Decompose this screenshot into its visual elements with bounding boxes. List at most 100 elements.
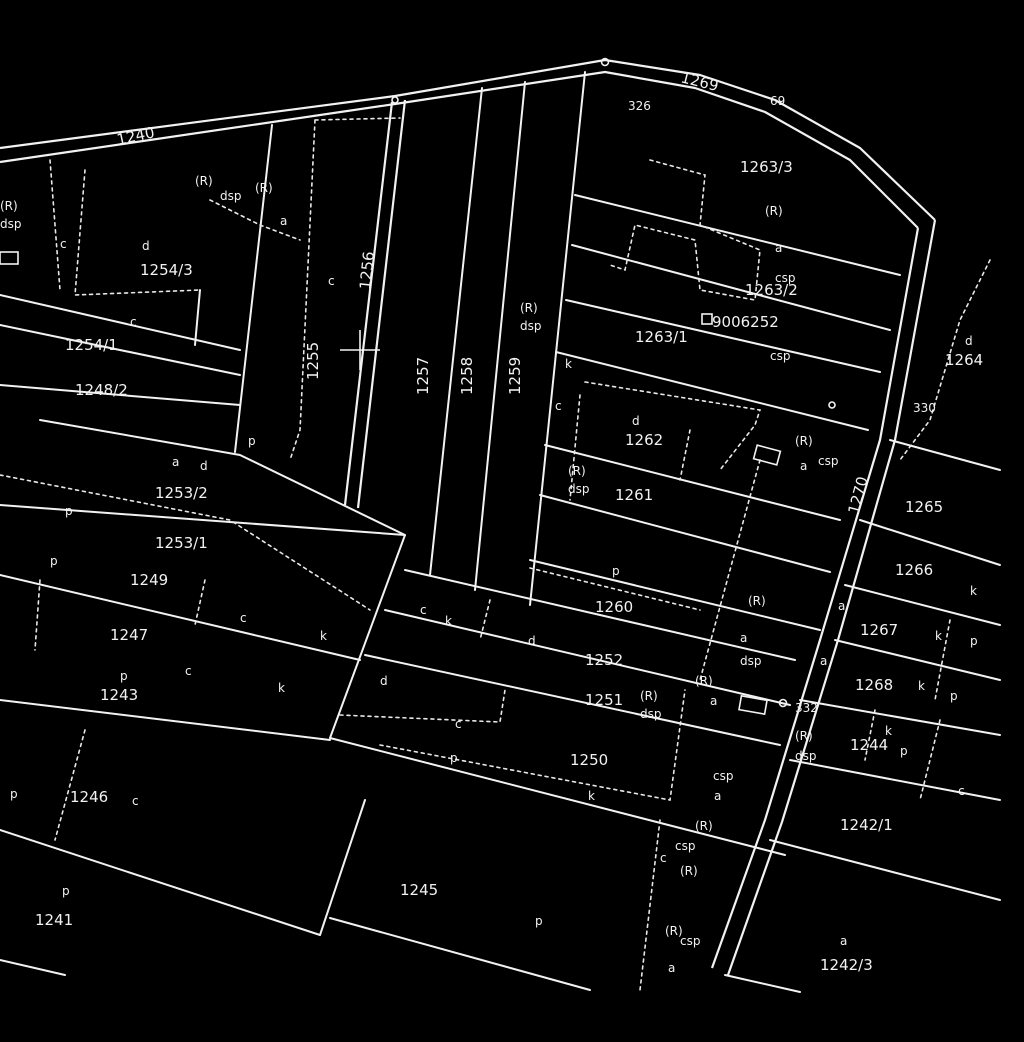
land-use-symbols: d c c c a p d c k p d k c d c p k p c k …: [0, 174, 978, 975]
parcel-labels: 1263/3 1263/2 1263/1 1264 1265 1266 1267…: [35, 158, 983, 974]
label-pt-332: 332: [795, 701, 818, 715]
svg-text:p: p: [612, 564, 620, 578]
svg-text:(R): (R): [795, 729, 813, 743]
svg-text:k: k: [970, 584, 977, 598]
label-1243: 1243: [100, 686, 138, 704]
svg-text:c: c: [328, 274, 335, 288]
label-road-1270: 1270: [844, 474, 871, 516]
label-1248-2: 1248/2: [75, 381, 128, 399]
dashed-lines: [0, 117, 991, 991]
svg-text:k: k: [935, 629, 942, 643]
road-1256-west: [343, 101, 394, 506]
label-1247: 1247: [110, 626, 148, 644]
svg-text:p: p: [10, 787, 18, 801]
label-1241: 1241: [35, 911, 73, 929]
svg-text:c: c: [555, 399, 562, 413]
svg-text:(R): (R): [748, 594, 766, 608]
svg-text:(R): (R): [568, 464, 586, 478]
svg-text:(R): (R): [520, 301, 538, 315]
svg-text:dsp: dsp: [740, 654, 762, 668]
svg-text:csp: csp: [818, 454, 838, 468]
label-road-1256: 1256: [356, 251, 378, 291]
label-1244: 1244: [850, 736, 888, 754]
svg-text:d: d: [380, 674, 388, 688]
label-road-1240: 1240: [115, 123, 156, 149]
svg-text:(R): (R): [0, 199, 18, 213]
road-network: [0, 58, 937, 976]
label-1268: 1268: [855, 676, 893, 694]
svg-text:p: p: [900, 744, 908, 758]
label-1254-1: 1254/1: [65, 336, 118, 354]
svg-text:p: p: [62, 884, 70, 898]
svg-text:k: k: [588, 789, 595, 803]
svg-text:a: a: [710, 694, 717, 708]
svg-text:a: a: [838, 599, 845, 613]
svg-text:(R): (R): [695, 674, 713, 688]
svg-text:d: d: [142, 239, 150, 253]
svg-text:a: a: [280, 214, 287, 228]
svg-text:(R): (R): [765, 204, 783, 218]
label-1266: 1266: [895, 561, 933, 579]
label-benchmark: 9006252: [712, 313, 779, 331]
parcel-boundaries: [0, 71, 1001, 993]
svg-text:d: d: [200, 459, 208, 473]
svg-text:k: k: [918, 679, 925, 693]
svg-text:a: a: [800, 459, 807, 473]
svg-text:p: p: [65, 504, 73, 518]
label-pt-326: 326: [628, 99, 651, 113]
svg-text:dsp: dsp: [640, 707, 662, 721]
svg-text:(R): (R): [665, 924, 683, 938]
svg-text:k: k: [278, 681, 285, 695]
label-1257: 1257: [414, 357, 432, 395]
label-1251: 1251: [585, 691, 623, 709]
svg-text:d: d: [965, 334, 973, 348]
right-road-west: [710, 227, 920, 969]
svg-text:(R): (R): [680, 864, 698, 878]
label-1263-3: 1263/3: [740, 158, 793, 176]
svg-text:c: c: [420, 603, 427, 617]
label-1260: 1260: [595, 598, 633, 616]
label-1253-2: 1253/2: [155, 484, 208, 502]
svg-text:p: p: [970, 634, 978, 648]
survey-points: [0, 57, 836, 716]
svg-text:csp: csp: [770, 349, 790, 363]
svg-text:dsp: dsp: [0, 217, 22, 231]
svg-text:a: a: [740, 631, 747, 645]
label-1242-1: 1242/1: [840, 816, 893, 834]
svg-text:k: k: [445, 614, 452, 628]
svg-text:p: p: [248, 434, 256, 448]
label-1267: 1267: [860, 621, 898, 639]
svg-text:a: a: [668, 961, 675, 975]
svg-text:c: c: [132, 794, 139, 808]
svg-text:dsp: dsp: [795, 749, 817, 763]
svg-text:dsp: dsp: [568, 482, 590, 496]
label-1261: 1261: [615, 486, 653, 504]
label-1249: 1249: [130, 571, 168, 589]
svg-text:a: a: [714, 789, 721, 803]
label-road-1269: 1269: [679, 68, 720, 95]
label-1265: 1265: [905, 498, 943, 516]
label-1263-1: 1263/1: [635, 328, 688, 346]
svg-text:p: p: [950, 689, 958, 703]
label-1252: 1252: [585, 651, 623, 669]
label-1245: 1245: [400, 881, 438, 899]
svg-text:a: a: [775, 241, 782, 255]
label-1258: 1258: [458, 357, 476, 395]
svg-text:p: p: [535, 914, 543, 928]
svg-text:(R): (R): [795, 434, 813, 448]
svg-text:dsp: dsp: [520, 319, 542, 333]
svg-text:dsp: dsp: [220, 189, 242, 203]
svg-text:k: k: [320, 629, 327, 643]
label-1246: 1246: [70, 788, 108, 806]
svg-text:(R): (R): [695, 819, 713, 833]
svg-text:p: p: [120, 669, 128, 683]
label-1255: 1255: [304, 342, 322, 380]
label-1242-3: 1242/3: [820, 956, 873, 974]
svg-text:(R): (R): [195, 174, 213, 188]
svg-text:(R): (R): [640, 689, 658, 703]
svg-text:csp: csp: [675, 839, 695, 853]
label-1264: 1264: [945, 351, 983, 369]
svg-text:a: a: [172, 455, 179, 469]
svg-text:p: p: [450, 751, 458, 765]
